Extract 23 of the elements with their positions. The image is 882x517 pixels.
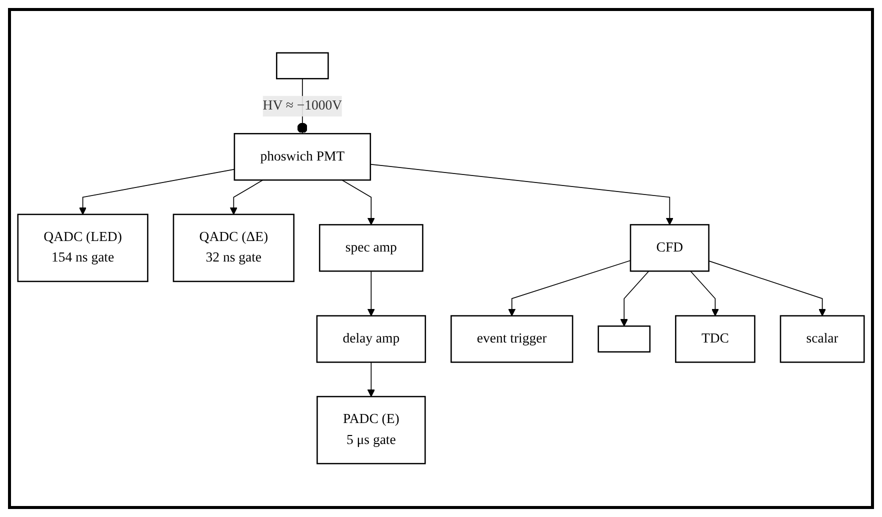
node-box: phoswich PMT (234, 133, 372, 181)
arrow (620, 270, 650, 327)
arrow (690, 270, 719, 316)
arrow (367, 270, 375, 316)
arrow (367, 362, 375, 398)
node-box: TDC (675, 315, 756, 364)
node-box (598, 326, 651, 353)
node-box: event trigger (450, 315, 574, 364)
arrow (508, 260, 631, 316)
arrow (79, 169, 235, 216)
arrow (341, 180, 375, 226)
node-box: spec amp (318, 224, 424, 272)
node-box: CFD (630, 224, 710, 272)
node-box (276, 52, 329, 80)
edge-label: HV ≈ −1000V (262, 98, 342, 114)
node-box: QADC (LED) 154 ns gate (17, 214, 148, 282)
arrow (370, 164, 674, 226)
node-box: PADC (E) 5 μs gate (316, 396, 426, 464)
node-box: delay amp (316, 315, 426, 364)
node-box: QADC (ΔE) 32 ns gate (172, 214, 294, 282)
arrow (230, 180, 264, 216)
arrow (708, 260, 826, 316)
node-box: scalar (780, 315, 865, 364)
